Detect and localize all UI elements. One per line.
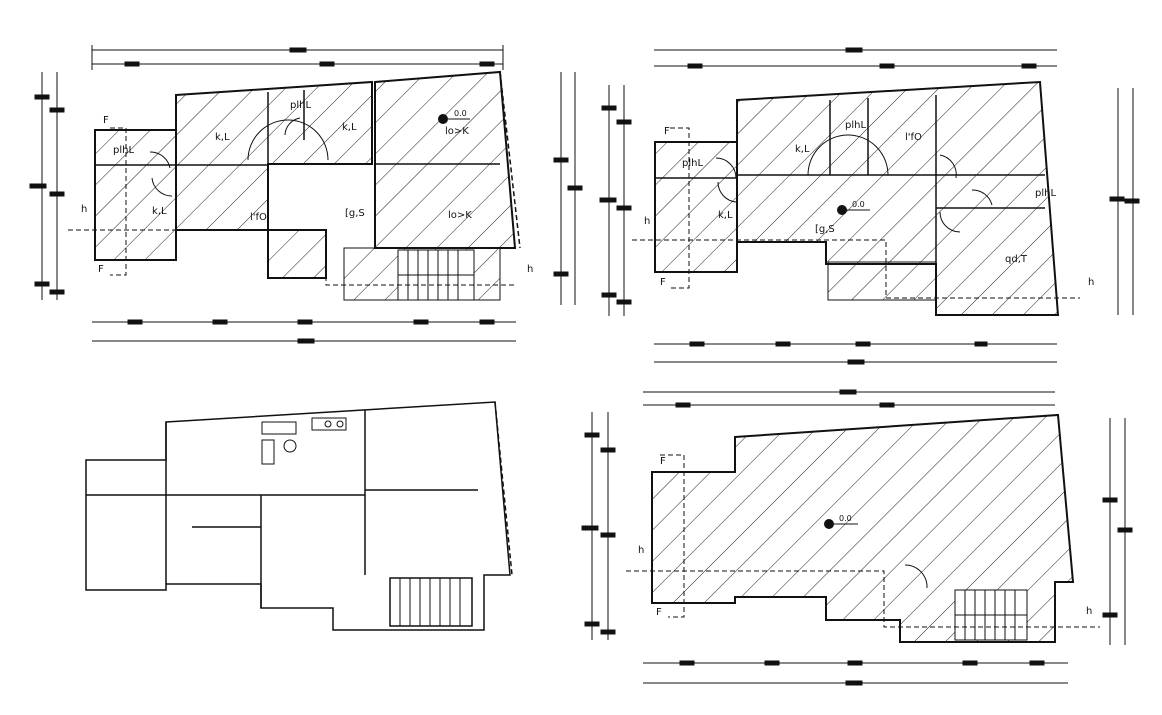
- section-label-f-top: F: [660, 456, 666, 467]
- room-label-bed2: k,L: [718, 210, 733, 221]
- section-label-h-right: h: [1086, 606, 1092, 617]
- section-label-f-top: F: [664, 126, 670, 137]
- room-label-bath: plhL: [113, 145, 134, 156]
- section-label-h-left: h: [644, 216, 650, 227]
- section-line: [626, 454, 1100, 628]
- dimension-bottom: [643, 660, 1068, 686]
- room-label-hall: l'fO: [250, 212, 267, 223]
- level-datum-icon: [438, 114, 470, 124]
- room-label-kitchen: plhL: [845, 120, 866, 131]
- room-label-stairs: [g,S: [815, 224, 835, 235]
- room-label-bed1: k,L: [215, 132, 230, 143]
- plan-bottom-right: 0.0 F F h h: [581, 389, 1133, 686]
- level-datum-icon: [837, 205, 870, 215]
- dimension-left: [599, 85, 632, 316]
- dimension-top: [654, 47, 1057, 69]
- dimension-right: [553, 72, 583, 305]
- section-label-f-bottom: F: [98, 264, 104, 275]
- section-label-h-right: h: [1088, 277, 1094, 288]
- section-label-f-bottom: F: [660, 277, 666, 288]
- stairs: [397, 249, 475, 301]
- plan-top-left: plhL k,L k,L plhL lo>K lo>K k,L l'fO [g,…: [29, 45, 583, 344]
- room-label-kitchen: plhL: [290, 100, 311, 111]
- level-label: 0.0: [454, 109, 467, 118]
- level-label: 0.0: [839, 514, 852, 523]
- section-label-f-top: F: [103, 115, 109, 126]
- room-label-bed3: k,L: [152, 206, 167, 217]
- section-label-h-right: h: [527, 264, 533, 275]
- hatched-floor: [654, 80, 1060, 316]
- room-label-bed2: k,L: [342, 122, 357, 133]
- room-label-living: lo>K: [445, 126, 469, 137]
- plan-bottom-left: [85, 401, 513, 631]
- dimension-right: [1102, 418, 1133, 645]
- hatched-floor: [651, 413, 1075, 643]
- room-label-living2: lo>K: [448, 210, 472, 221]
- dimension-right: [1109, 88, 1140, 315]
- walls: [95, 71, 521, 249]
- walls: [655, 95, 1045, 264]
- room-label-bed1: k,L: [795, 144, 810, 155]
- dimension-bottom: [654, 341, 1057, 365]
- door-swings: [904, 564, 928, 589]
- dimension-top: [91, 45, 504, 70]
- section-line: [632, 127, 1080, 299]
- room-label-hall: l'fO: [905, 132, 922, 143]
- section-line: [68, 127, 515, 286]
- dimension-left: [29, 72, 65, 300]
- dimension-left: [581, 412, 616, 640]
- room-label-stairs: [g,S: [345, 208, 365, 219]
- room-label-office: qd,T: [1005, 254, 1028, 265]
- door-swings: [715, 134, 993, 233]
- level-datum-icon: [824, 519, 858, 529]
- section-label-f-bottom: F: [656, 607, 662, 618]
- section-label-h-left: h: [638, 545, 644, 556]
- level-label: 0.0: [852, 200, 865, 209]
- dimension-bottom: [92, 319, 516, 344]
- dimension-top: [643, 389, 1055, 408]
- stairs: [954, 589, 1028, 641]
- door-swings: [149, 117, 329, 197]
- plan-top-right: plhL k,L plhL l'fO k,L [g,S plhL qd,T 0.…: [599, 47, 1140, 365]
- bathroom-fixtures: [261, 417, 347, 465]
- section-label-h-left: h: [81, 204, 87, 215]
- stairs: [399, 578, 461, 626]
- room-label-bath: plhL: [682, 158, 703, 169]
- room-label-bath2: plhL: [1035, 188, 1056, 199]
